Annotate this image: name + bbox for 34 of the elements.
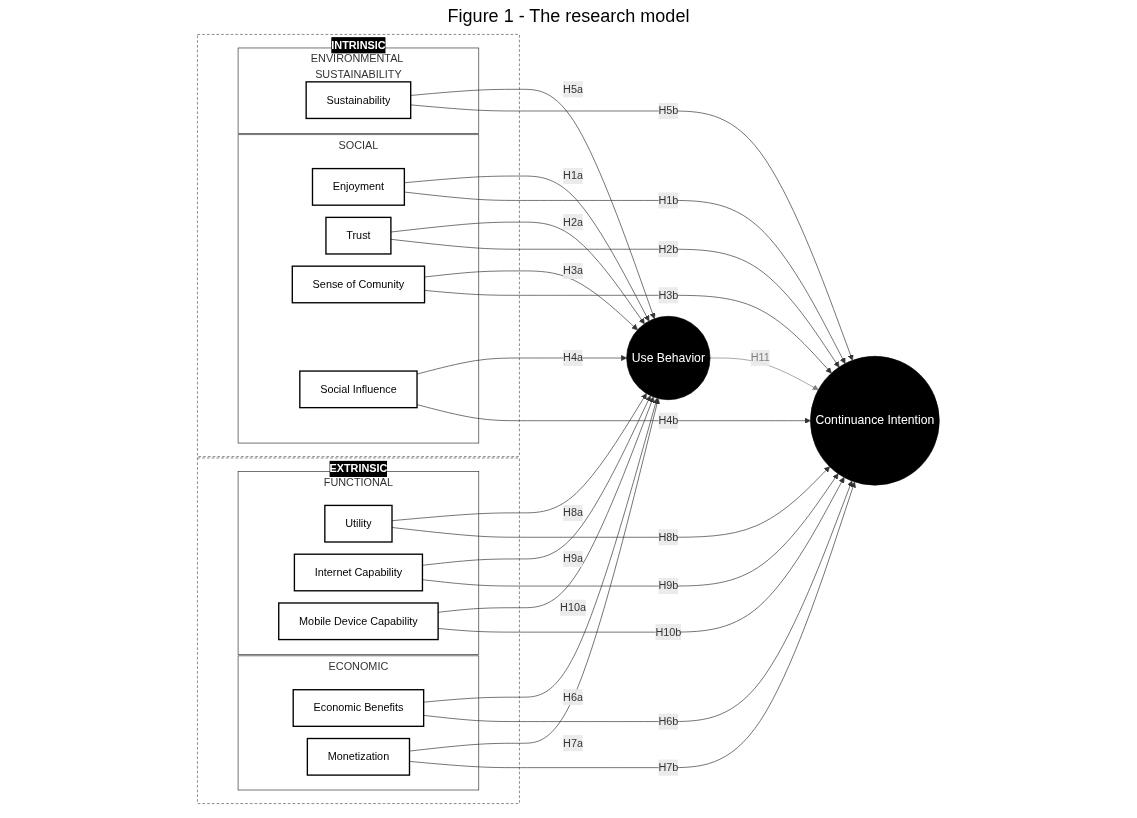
- node-circle: Use Behavior: [626, 315, 711, 401]
- node-box: Internet Capability: [293, 553, 424, 592]
- edge-label: H2b: [658, 243, 679, 255]
- node-box: Utility: [324, 504, 393, 543]
- node-box: Sense of Comunity: [291, 265, 426, 304]
- edge-label: H8b: [658, 531, 679, 543]
- edge-label: H3b: [658, 289, 679, 301]
- node-box: Economic Benefits: [292, 689, 425, 727]
- node-box: Trust: [325, 216, 392, 255]
- edge-label: H10a: [560, 601, 587, 614]
- edge-label: H5b: [658, 104, 679, 117]
- edge-label: H6a: [563, 691, 584, 703]
- figure-title: Figure 1 - The research model: [446, 6, 691, 27]
- edge-label: H7a: [563, 737, 584, 749]
- node-circle: Continuance Intention: [810, 355, 940, 486]
- edge-label: H5a: [563, 83, 584, 95]
- node-box: Sustainability: [305, 81, 412, 120]
- edge-label: H9b: [658, 579, 679, 592]
- edge-label: H3a: [563, 264, 584, 277]
- edge-label: H4b: [658, 414, 679, 427]
- edge-label: H1a: [563, 169, 584, 182]
- node-box: Monetization: [306, 737, 411, 776]
- node-box: Mobile Device Capability: [278, 602, 439, 641]
- edge-label: H4a: [563, 351, 584, 364]
- edge-label: H8a: [563, 506, 584, 519]
- edge-label: H10b: [655, 626, 682, 638]
- edge-label: H1b: [658, 194, 679, 206]
- edge-label: H6b: [658, 715, 679, 727]
- edge-label: H11: [750, 351, 770, 364]
- edge-label: H7b: [658, 761, 679, 774]
- node-box: Enjoyment: [311, 167, 406, 206]
- edge-label: H2a: [563, 216, 584, 228]
- edge-label: H9a: [563, 552, 584, 565]
- node-box: Social Influence: [299, 370, 418, 409]
